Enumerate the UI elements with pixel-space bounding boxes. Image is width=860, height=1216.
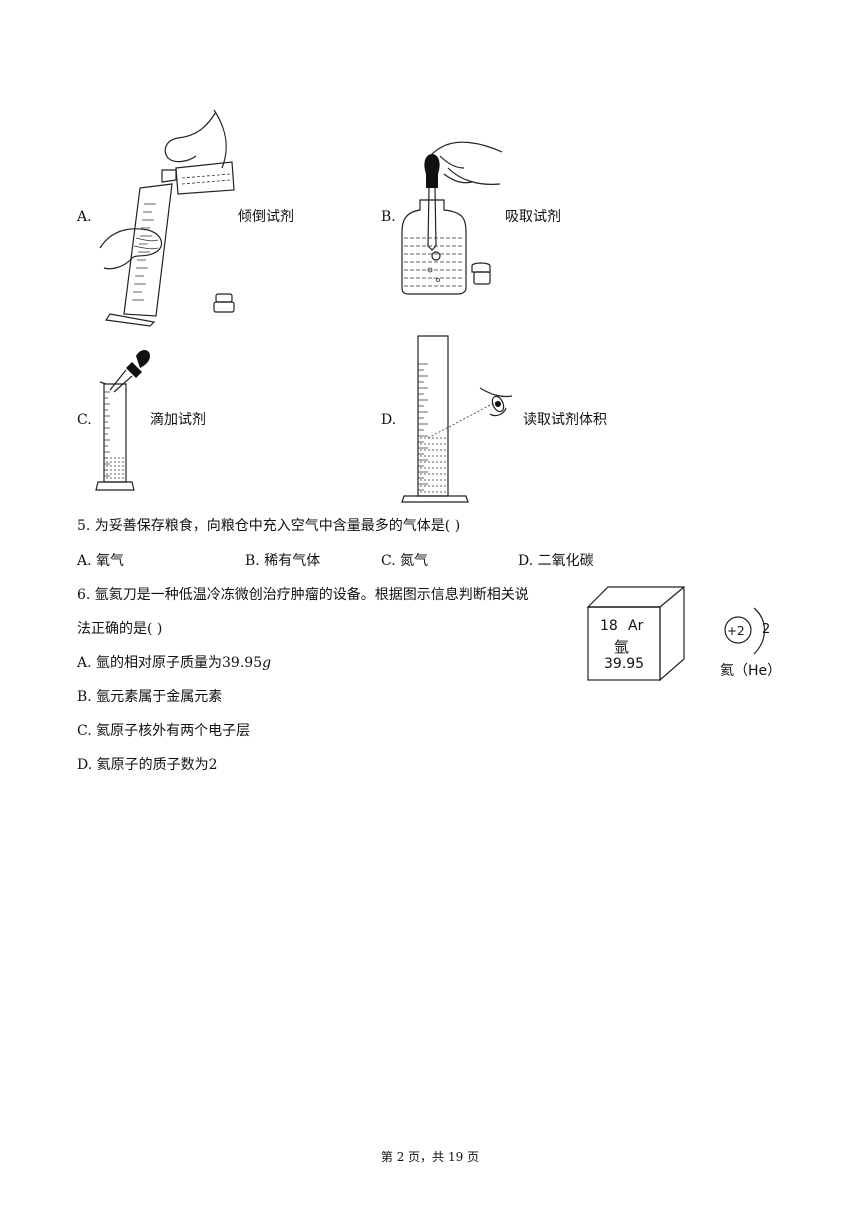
q5-stem: 5. 为妥善保存粮食，向粮仓中充入空气中含量最多的气体是( )	[77, 518, 461, 534]
q6-option-a: A. 氩的相对原子质量为39.95g	[77, 654, 271, 672]
q5-option-b: B. 稀有气体	[245, 553, 321, 569]
atom-structure-diagram	[724, 607, 766, 655]
q6-option-d-math: 2	[208, 757, 218, 773]
option-c-letter: C.	[77, 412, 92, 428]
element-atomic-number: 18	[600, 618, 618, 634]
dropper-add-icon	[95, 350, 150, 491]
q5-option-c: C. 氮气	[381, 553, 429, 569]
atom-label: 氦（He）	[720, 663, 782, 679]
q6-option-d: D. 氦原子的质子数为2	[77, 756, 218, 774]
q6-option-a-math: 39.95	[222, 655, 263, 671]
dropper-draw-icon	[401, 141, 503, 295]
q6-option-a-unit: g	[262, 655, 272, 671]
element-card-box	[586, 586, 685, 682]
option-c-caption: 滴加试剂	[150, 412, 206, 428]
q6-option-b: B. 氩元素属于金属元素	[77, 689, 223, 705]
q6-option-c: C. 氦原子核外有两个电子层	[77, 723, 251, 739]
q6-option-a-prefix: A. 氩的相对原子质量为	[77, 655, 223, 671]
pour-reagent-icon	[99, 109, 235, 327]
option-d-letter: D.	[381, 412, 397, 428]
q5-option-d: D. 二氧化碳	[518, 553, 594, 569]
page-footer: 第 2 页，共 19 页	[380, 1150, 480, 1164]
option-b-caption: 吸取试剂	[505, 209, 561, 225]
q6-option-d-prefix: D. 氦原子的质子数为	[77, 757, 209, 773]
atom-shell-electrons: 2	[762, 622, 771, 637]
option-a-letter: A.	[77, 209, 92, 225]
element-mass: 39.95	[604, 656, 645, 672]
option-b-letter: B.	[381, 209, 396, 225]
element-name: 氩	[614, 638, 630, 656]
element-symbol: Ar	[628, 618, 644, 634]
q6-stem-line2: 法正确的是( )	[77, 621, 163, 637]
read-volume-icon	[401, 335, 513, 503]
option-d-caption: 读取试剂体积	[523, 412, 607, 428]
q6-stem-line1: 6. 氩氦刀是一种低温冷冻微创治疗肿瘤的设备。根据图示信息判断相关说	[77, 587, 529, 603]
atom-nucleus-charge: +2	[727, 624, 745, 638]
option-a-caption: 倾倒试剂	[238, 209, 294, 225]
q5-option-a: A. 氧气	[77, 553, 125, 569]
